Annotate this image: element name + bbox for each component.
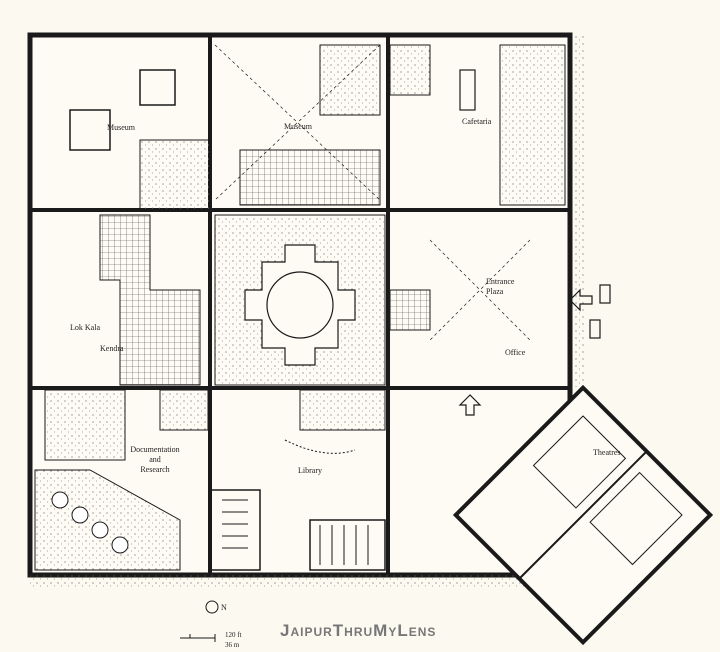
label-museum-2: Museum (284, 122, 313, 131)
label-kendra: Kendra (100, 344, 124, 353)
label-theatres: Theatres (593, 448, 621, 457)
scale-bar: 120 ft 36 m (180, 631, 242, 649)
label-library: Library (298, 466, 322, 475)
scale-ft: 120 ft (225, 631, 242, 639)
label-documentation: Documentation (130, 445, 179, 454)
label-office: Office (505, 348, 526, 357)
label-entrance: Entrance (486, 277, 515, 286)
label-lok-kala: Lok Kala (70, 323, 100, 332)
room-labels: Museum Museum Cafetaria Entrance Plaza O… (70, 117, 621, 475)
label-and: and (149, 455, 161, 464)
entrance-arrows (458, 284, 611, 416)
central-mandala (244, 244, 356, 366)
label-plaza: Plaza (486, 287, 504, 296)
theatres-building (452, 384, 714, 646)
north-arrow: N (205, 600, 227, 614)
label-research: Research (140, 465, 169, 474)
watermark: JaipurThruMyLens (280, 621, 436, 640)
scale-m: 36 m (225, 641, 240, 649)
label-museum-1: Museum (107, 123, 136, 132)
north-label: N (221, 603, 227, 612)
north-circle-icon (205, 600, 219, 614)
label-cafetaria: Cafetaria (462, 117, 492, 126)
